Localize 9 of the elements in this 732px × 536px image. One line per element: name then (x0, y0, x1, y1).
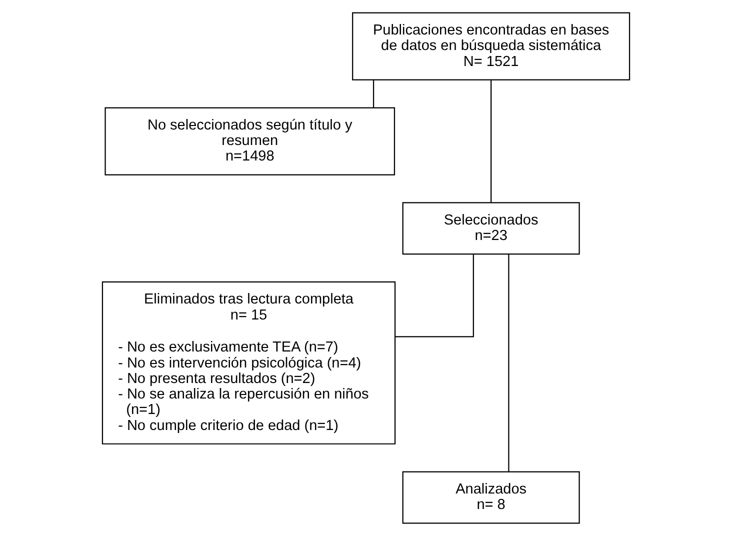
connector (490, 80, 492, 202)
connector (372, 80, 374, 108)
node-box: Publicaciones encontradas en bases de datos en búsqueda sistemática N= 1521 (352, 12, 630, 80)
node-box: No seleccionados según título y resumen n=1498 (104, 107, 396, 176)
connector (395, 254, 474, 338)
node-box: Analizados n= 8 (402, 471, 580, 524)
node-box: Eliminados tras lectura completa n= 15 - No es exclusivamente TEA (n=7) - No es intervención psicológica (n=4) - No presenta resultados (n=2) - No se analiza la repercusión en niños (n=1) - No cumple criterio de edad (n=1) (102, 281, 396, 444)
node-box: Seleccionados n=23 (402, 202, 580, 255)
connector (508, 254, 510, 472)
